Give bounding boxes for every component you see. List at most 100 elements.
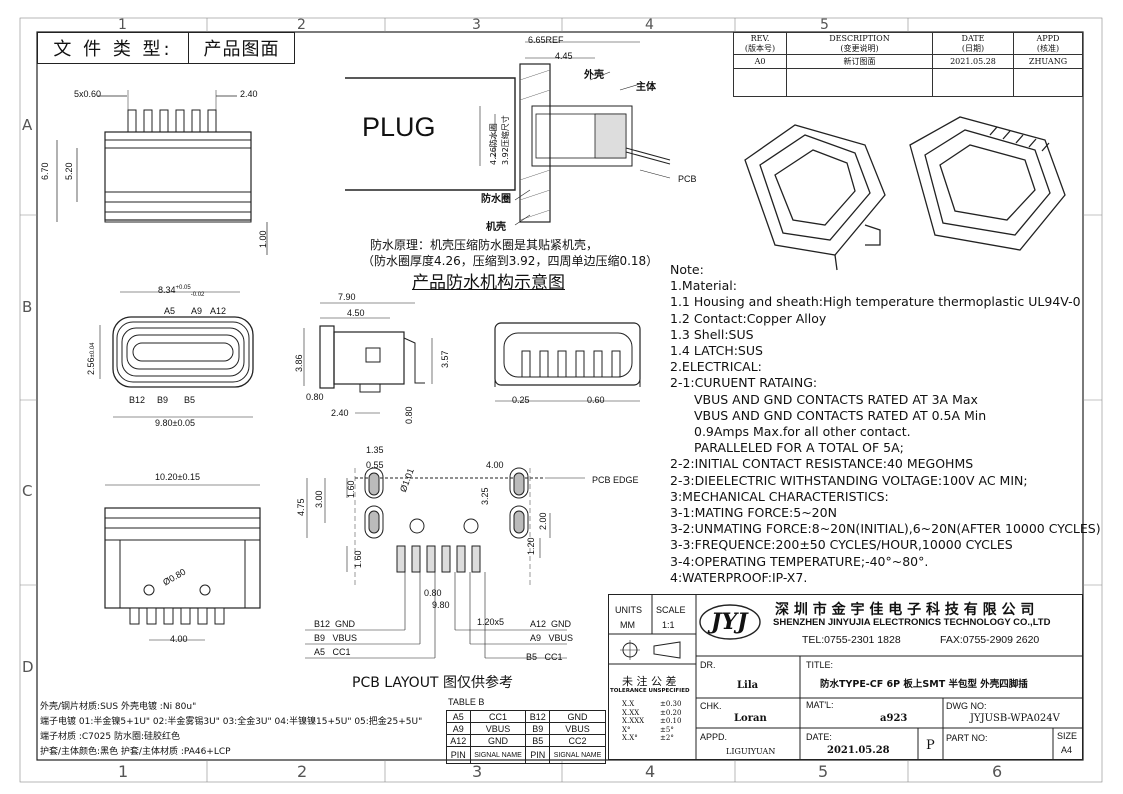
top-view-drawing (56, 90, 268, 255)
dim-side-386: 3.86 (294, 354, 304, 372)
dim-h2: 5.20 (64, 162, 74, 180)
col-label-2-bottom: 2 (297, 762, 308, 781)
col-label-1-bottom: 1 (118, 762, 129, 781)
dwg-value: JYJUSB-WPA024V (970, 713, 1060, 724)
bottom-view-drawing (104, 484, 261, 641)
pin-a5: A5 (164, 306, 176, 316)
chk-label: CHK. (700, 701, 722, 711)
note-line: 1.2 Contact:Copper Alloy (670, 310, 827, 326)
dim-bottom-width: 10.20±0.15 (155, 472, 200, 482)
rev-appd: ZHUANG (1013, 54, 1083, 69)
label-pcb: PCB (678, 174, 697, 184)
pin-a9: A9 (191, 306, 203, 316)
col-label-3-bottom: 3 (472, 762, 483, 781)
note-line: VBUS AND GND CONTACTS RATED AT 3A Max (694, 391, 978, 407)
scale-value: 1:1 (662, 620, 675, 630)
row-label-c: C (22, 482, 33, 500)
note-line: 0.9Amps Max.for all other contact. (694, 424, 911, 440)
dr-label: DR. (700, 660, 716, 670)
table-b-title: TABLE B (448, 697, 485, 707)
pcb-right-a9: A9 VBUS (530, 633, 574, 643)
waterproof-section-drawing (345, 41, 671, 226)
dim-bottom-400: 4.00 (170, 634, 188, 644)
company-tel: TEL:0755-2301 1828 (802, 634, 901, 646)
title-value: 防水TYPE-CF 6P 板上SMT 半包型 外壳四脚插 (820, 679, 1028, 690)
label-ring: 防水圈 (481, 194, 511, 205)
pcb-dim-400: 4.00 (486, 460, 504, 470)
rev-value: A0 (733, 54, 787, 69)
note-line: 1.3 Shell:SUS (670, 326, 754, 342)
col-label-5: 5 (820, 17, 829, 33)
pcb-dim-160b: 1.60 (353, 550, 363, 568)
dim-front-height-value: 2.56 (86, 357, 96, 375)
units-label: UNITS (615, 605, 642, 615)
pcb-dim-980: 9.80 (432, 600, 450, 610)
pcb-dim-080: 0.80 (424, 588, 442, 598)
dim-rear-025: 0.25 (512, 395, 530, 405)
col-label-6-bottom: 6 (992, 762, 1003, 781)
note-line: 3-1:MATING FORCE:5~20N (670, 505, 837, 521)
dim-pins: 5x0.60 (74, 89, 102, 99)
part-label: PART NO: (946, 733, 988, 743)
plug-label: PLUG (362, 112, 436, 142)
col-label-5-bottom: 5 (818, 762, 829, 781)
dim-426: 4.26防水圈 (489, 123, 498, 165)
note-line: 2.ELECTRICAL: (670, 359, 762, 375)
title-label: TITLE: (806, 660, 834, 670)
dwg-label: DWG NO: (946, 701, 987, 711)
pcb-dim-160a: 1.60 (346, 480, 356, 498)
scale-label: SCALE (656, 605, 686, 615)
note-line: 2-2:INITIAL CONTACT RESISTANCE:40 MEGOHM… (670, 456, 974, 472)
dim-front-width: 8.34+0.05-0.02 (158, 285, 204, 298)
date-value: 2021.05.28 (827, 745, 890, 756)
pcb-dim-135: 1.35 (366, 445, 384, 455)
note-line: 1.Material: (670, 278, 737, 294)
dim-side-790: 7.90 (338, 292, 356, 302)
dim-445: 4.45 (555, 51, 573, 61)
rev-header: REV. (750, 33, 770, 43)
dim-front-width-tol-top: +0.05 (175, 285, 191, 291)
pcb-edge-label: PCB EDGE (592, 475, 639, 485)
pin-a12: A12 (210, 306, 227, 316)
label-case: 机壳 (486, 222, 506, 233)
col-label-1: 1 (118, 17, 127, 33)
dim-side-080b: 0.80 (404, 406, 414, 424)
chk-value: Loran (734, 713, 767, 724)
dim-front-height: 2.56±0.04 (86, 342, 96, 375)
note-line: 2-1:CURUENT RATAING: (670, 375, 818, 391)
doc-type-label: 文 件 类 型: (53, 39, 173, 60)
pcb-caption: PCB LAYOUT 图仅供参考 (352, 675, 513, 691)
pcb-dim-120: 1.20 (526, 537, 536, 555)
tolerance-en: TOLERANCE UNSPECIFIED (610, 688, 690, 694)
label-body: 主体 (636, 82, 656, 93)
desc-header: DESCRIPTION (829, 33, 890, 43)
dim-side-240: 2.40 (331, 408, 349, 418)
pin-b12: B12 (129, 395, 146, 405)
note-line: VBUS AND GND CONTACTS RATED AT 0.5A Min (694, 407, 987, 423)
p-value: P (926, 738, 935, 753)
note-line: 3-4:OPERATING TEMPERATURE;-40°~80°. (670, 553, 929, 569)
note-line: 3:MECHANICAL CHARACTERISTICS: (670, 488, 889, 504)
date-header: DATE (961, 33, 985, 43)
pcb-right-a12: A12 GND (530, 619, 572, 629)
principle-line1: 防水原理：机壳压缩防水圈是其贴紧机壳， (370, 238, 599, 252)
dim-rear-060: 0.60 (587, 395, 605, 405)
appd-header: APPD (1036, 33, 1060, 43)
note-line: Note: (670, 262, 704, 277)
front-view-drawing (99, 291, 254, 418)
dim-front-height-tol: ±0.04 (90, 342, 96, 358)
principle-line2: （防水圈厚度4.26，压缩到3.92，四周单边压缩0.18） (362, 254, 659, 268)
pcb-left-b9: B9 VBUS (314, 633, 358, 643)
dim-h3: 1.00 (258, 230, 268, 248)
matl-label: MAT'L: (806, 700, 834, 710)
notes-block: Note: 1.Material: 1.1 Housing and sheath… (670, 262, 1101, 586)
rear-view-drawing (494, 322, 641, 402)
row-label-d: D (22, 658, 34, 676)
material-line: 护套/主体颜色:黑色 护套/主体材质 :PA46+LCP (40, 747, 231, 757)
pin-b9: B9 (157, 395, 169, 405)
col-label-4-bottom: 4 (645, 762, 656, 781)
